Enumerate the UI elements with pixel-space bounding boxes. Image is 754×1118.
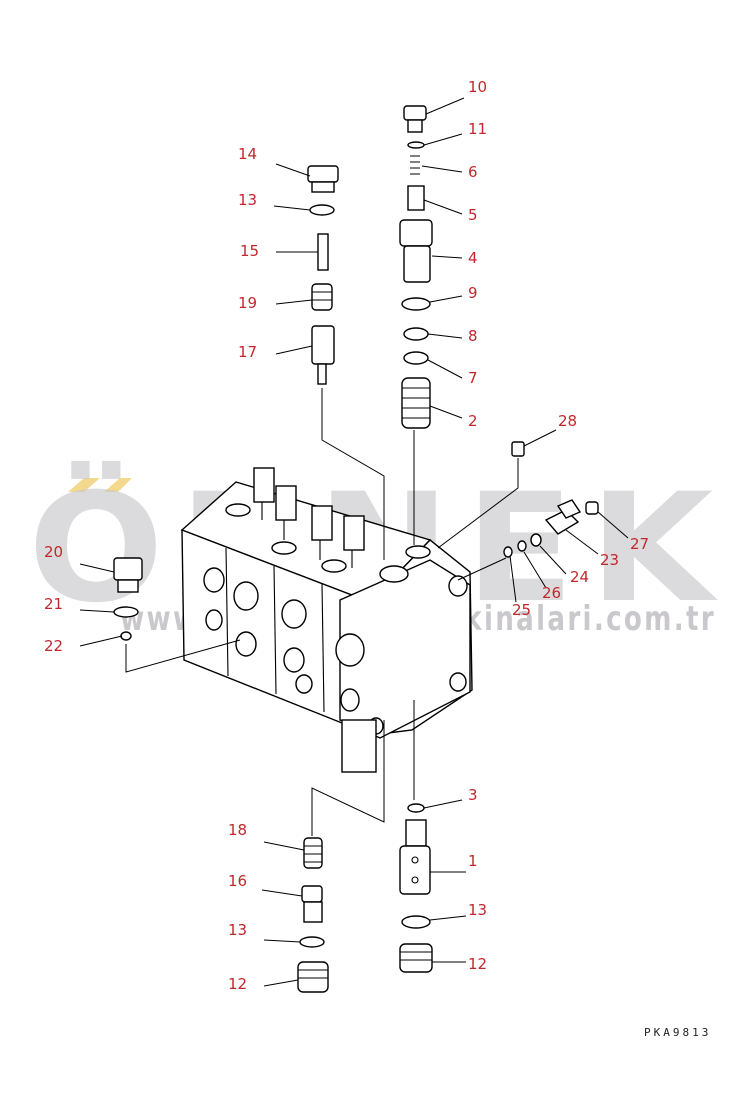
part-5-poppet <box>407 185 425 211</box>
part-14-plug <box>307 165 339 193</box>
part-15-pin <box>317 233 329 271</box>
callout-1: 1 <box>468 852 478 870</box>
callout-25: 25 <box>512 601 531 619</box>
callout-numbers: 10 11 6 5 4 9 8 7 2 14 13 15 19 17 28 27… <box>44 78 649 993</box>
callout-20: 20 <box>44 543 63 561</box>
callout-4: 4 <box>468 249 478 267</box>
assembly-guide-lines <box>125 388 519 836</box>
callout-14: 14 <box>238 145 257 163</box>
part-3-ring <box>407 803 425 813</box>
callout-11: 11 <box>468 120 487 138</box>
part-13-o-ring-bottom-left <box>299 936 325 948</box>
part-27-cap <box>585 501 599 515</box>
callout-5: 5 <box>468 206 478 224</box>
callout-26: 26 <box>542 584 561 602</box>
part-1-spool <box>399 819 431 895</box>
spool-clevis-blocks <box>253 467 365 568</box>
callout-12-right: 12 <box>468 955 487 973</box>
part-24-ring <box>530 533 542 547</box>
part-9-ring <box>401 297 431 311</box>
callout-27: 27 <box>630 535 649 553</box>
part-13-o-ring-top <box>309 204 335 216</box>
control-valve-body <box>180 467 473 773</box>
part-22-ring <box>120 631 132 641</box>
callout-22: 22 <box>44 637 63 655</box>
watermark-accent-left <box>68 478 100 492</box>
callout-23: 23 <box>600 551 619 569</box>
part-12-plug-right <box>399 943 433 973</box>
part-10-plug <box>403 105 427 133</box>
part-28-screw <box>511 441 525 457</box>
part-11-o-ring <box>407 141 425 149</box>
callout-13-right: 13 <box>468 901 487 919</box>
watermark-accent-right <box>104 478 132 492</box>
part-8-ring <box>403 327 429 341</box>
callout-19: 19 <box>238 294 257 312</box>
callout-28: 28 <box>558 412 577 430</box>
part-19-spring <box>311 283 333 311</box>
callout-24: 24 <box>570 568 589 586</box>
part-26-ring <box>517 540 527 552</box>
part-4-valve-sleeve <box>399 219 433 283</box>
drawing-code: PKA9813 <box>644 1026 711 1039</box>
callout-2: 2 <box>468 412 478 430</box>
callout-13-top: 13 <box>238 191 257 209</box>
callout-13-left: 13 <box>228 921 247 939</box>
part-18-spring <box>303 837 323 869</box>
callout-7: 7 <box>468 369 478 387</box>
part-25-ring <box>503 546 513 558</box>
callout-6: 6 <box>468 163 478 181</box>
part-7-ring <box>403 351 429 365</box>
callout-9: 9 <box>468 284 478 302</box>
part-23-fitting <box>544 499 582 535</box>
section-dividers <box>225 547 325 713</box>
callout-8: 8 <box>468 327 478 345</box>
part-16-poppet <box>301 885 323 923</box>
callout-12-left: 12 <box>228 975 247 993</box>
callout-21: 21 <box>44 595 63 613</box>
callout-18: 18 <box>228 821 247 839</box>
part-2-spring <box>401 377 431 429</box>
top-bores <box>225 503 431 583</box>
valve-end-cover <box>339 559 471 739</box>
part-13-o-ring-bottom-right <box>401 915 431 929</box>
part-12-plug-left <box>297 961 329 993</box>
part-6-spring <box>410 155 420 175</box>
callout-17: 17 <box>238 343 257 361</box>
part-20-plug <box>113 557 143 593</box>
part-17-spool-end <box>311 325 335 385</box>
callout-3: 3 <box>468 786 478 804</box>
callout-10: 10 <box>468 78 487 96</box>
valve-ports <box>203 567 468 735</box>
callout-16: 16 <box>228 872 247 890</box>
callout-leaders <box>79 97 629 987</box>
lower-spool-stub <box>341 719 377 773</box>
part-21-o-ring <box>113 606 139 618</box>
callout-15: 15 <box>240 242 259 260</box>
